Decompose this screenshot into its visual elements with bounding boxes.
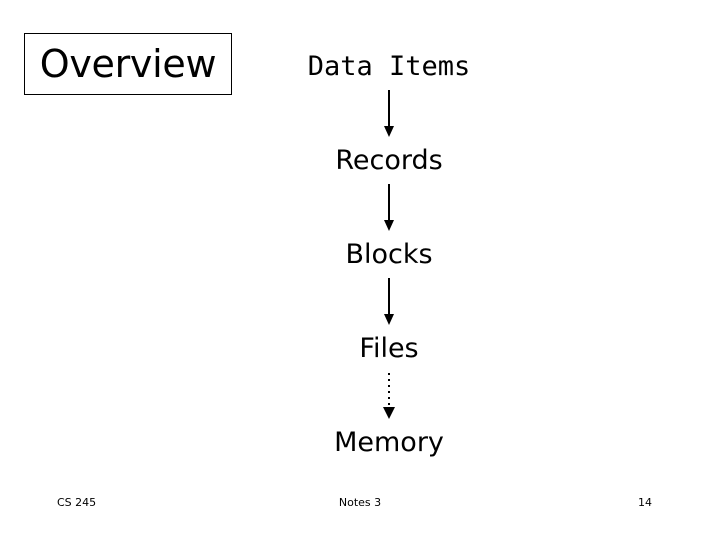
- slide-title-box: Overview: [24, 33, 232, 95]
- footer-course-label: CS 245: [57, 496, 97, 509]
- hierarchy-node-data-items: Data Items: [307, 51, 471, 82]
- slide-footer: CS 245 Notes 3 14: [0, 495, 720, 517]
- arrow-down-icon-data-items-to-records: [384, 90, 394, 137]
- spacer: [239, 83, 539, 90]
- spacer: [239, 177, 539, 184]
- footer-page-number: 14: [638, 496, 652, 509]
- arrow-down-icon-blocks-to-files: [384, 278, 394, 325]
- arrow-down-dotted-icon-files-to-memory: [383, 373, 395, 419]
- page-title: Overview: [39, 42, 217, 86]
- arrow-down-icon-records-to-blocks: [384, 184, 394, 231]
- hierarchy-node-records: Records: [335, 145, 443, 176]
- footer-notes-label: Notes 3: [338, 496, 382, 509]
- spacer: [239, 365, 539, 372]
- hierarchy-node-files: Files: [359, 333, 419, 364]
- hierarchy-node-memory: Memory: [334, 427, 444, 458]
- spacer: [239, 271, 539, 278]
- hierarchy-node-blocks: Blocks: [345, 239, 433, 270]
- storage-hierarchy-diagram: Data Items Records Blocks Files: [239, 50, 539, 459]
